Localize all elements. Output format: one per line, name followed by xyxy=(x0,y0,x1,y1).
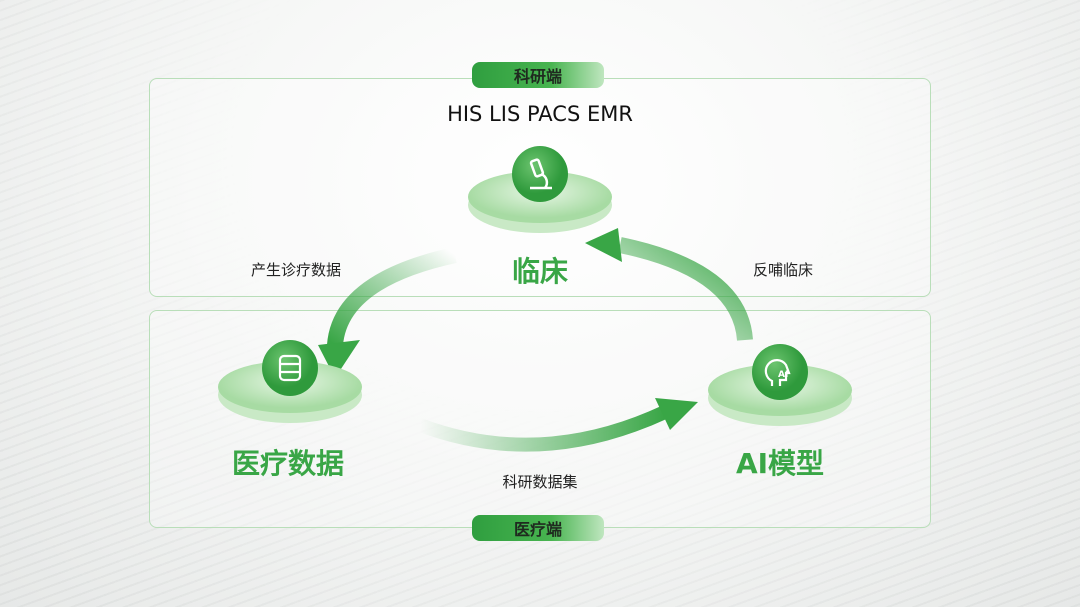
node-clinical-platform xyxy=(468,146,612,233)
arrow-produce xyxy=(327,247,457,346)
flow-dataset-label: 科研数据集 xyxy=(502,473,578,491)
node-medical-data-label: 医疗数据 xyxy=(231,447,345,480)
node-clinical-label: 临床 xyxy=(511,255,569,288)
systems-list: HIS LIS PACS EMR xyxy=(447,102,633,126)
node-ai-model-label: AI模型 xyxy=(735,447,825,480)
node-medical-data-platform xyxy=(218,340,362,423)
research-section-label: 科研端 xyxy=(472,62,604,88)
arrow-dataset-head xyxy=(655,398,698,430)
arrow-produce-head xyxy=(318,340,360,378)
flow-produce-label: 产生诊疗数据 xyxy=(250,261,342,279)
microscope-icon xyxy=(529,158,552,190)
ai-head-icon: AI xyxy=(764,359,791,386)
medical-section-label: 医疗端 xyxy=(472,515,604,541)
svg-text:AI: AI xyxy=(778,370,788,380)
database-icon xyxy=(278,354,302,382)
node-ai-model-platform: AI xyxy=(708,344,852,426)
flow-feedback-label: 反哺临床 xyxy=(752,261,814,279)
arrow-feedback xyxy=(618,237,753,341)
arrow-feedback-head xyxy=(585,228,622,262)
arrow-dataset xyxy=(417,405,668,452)
